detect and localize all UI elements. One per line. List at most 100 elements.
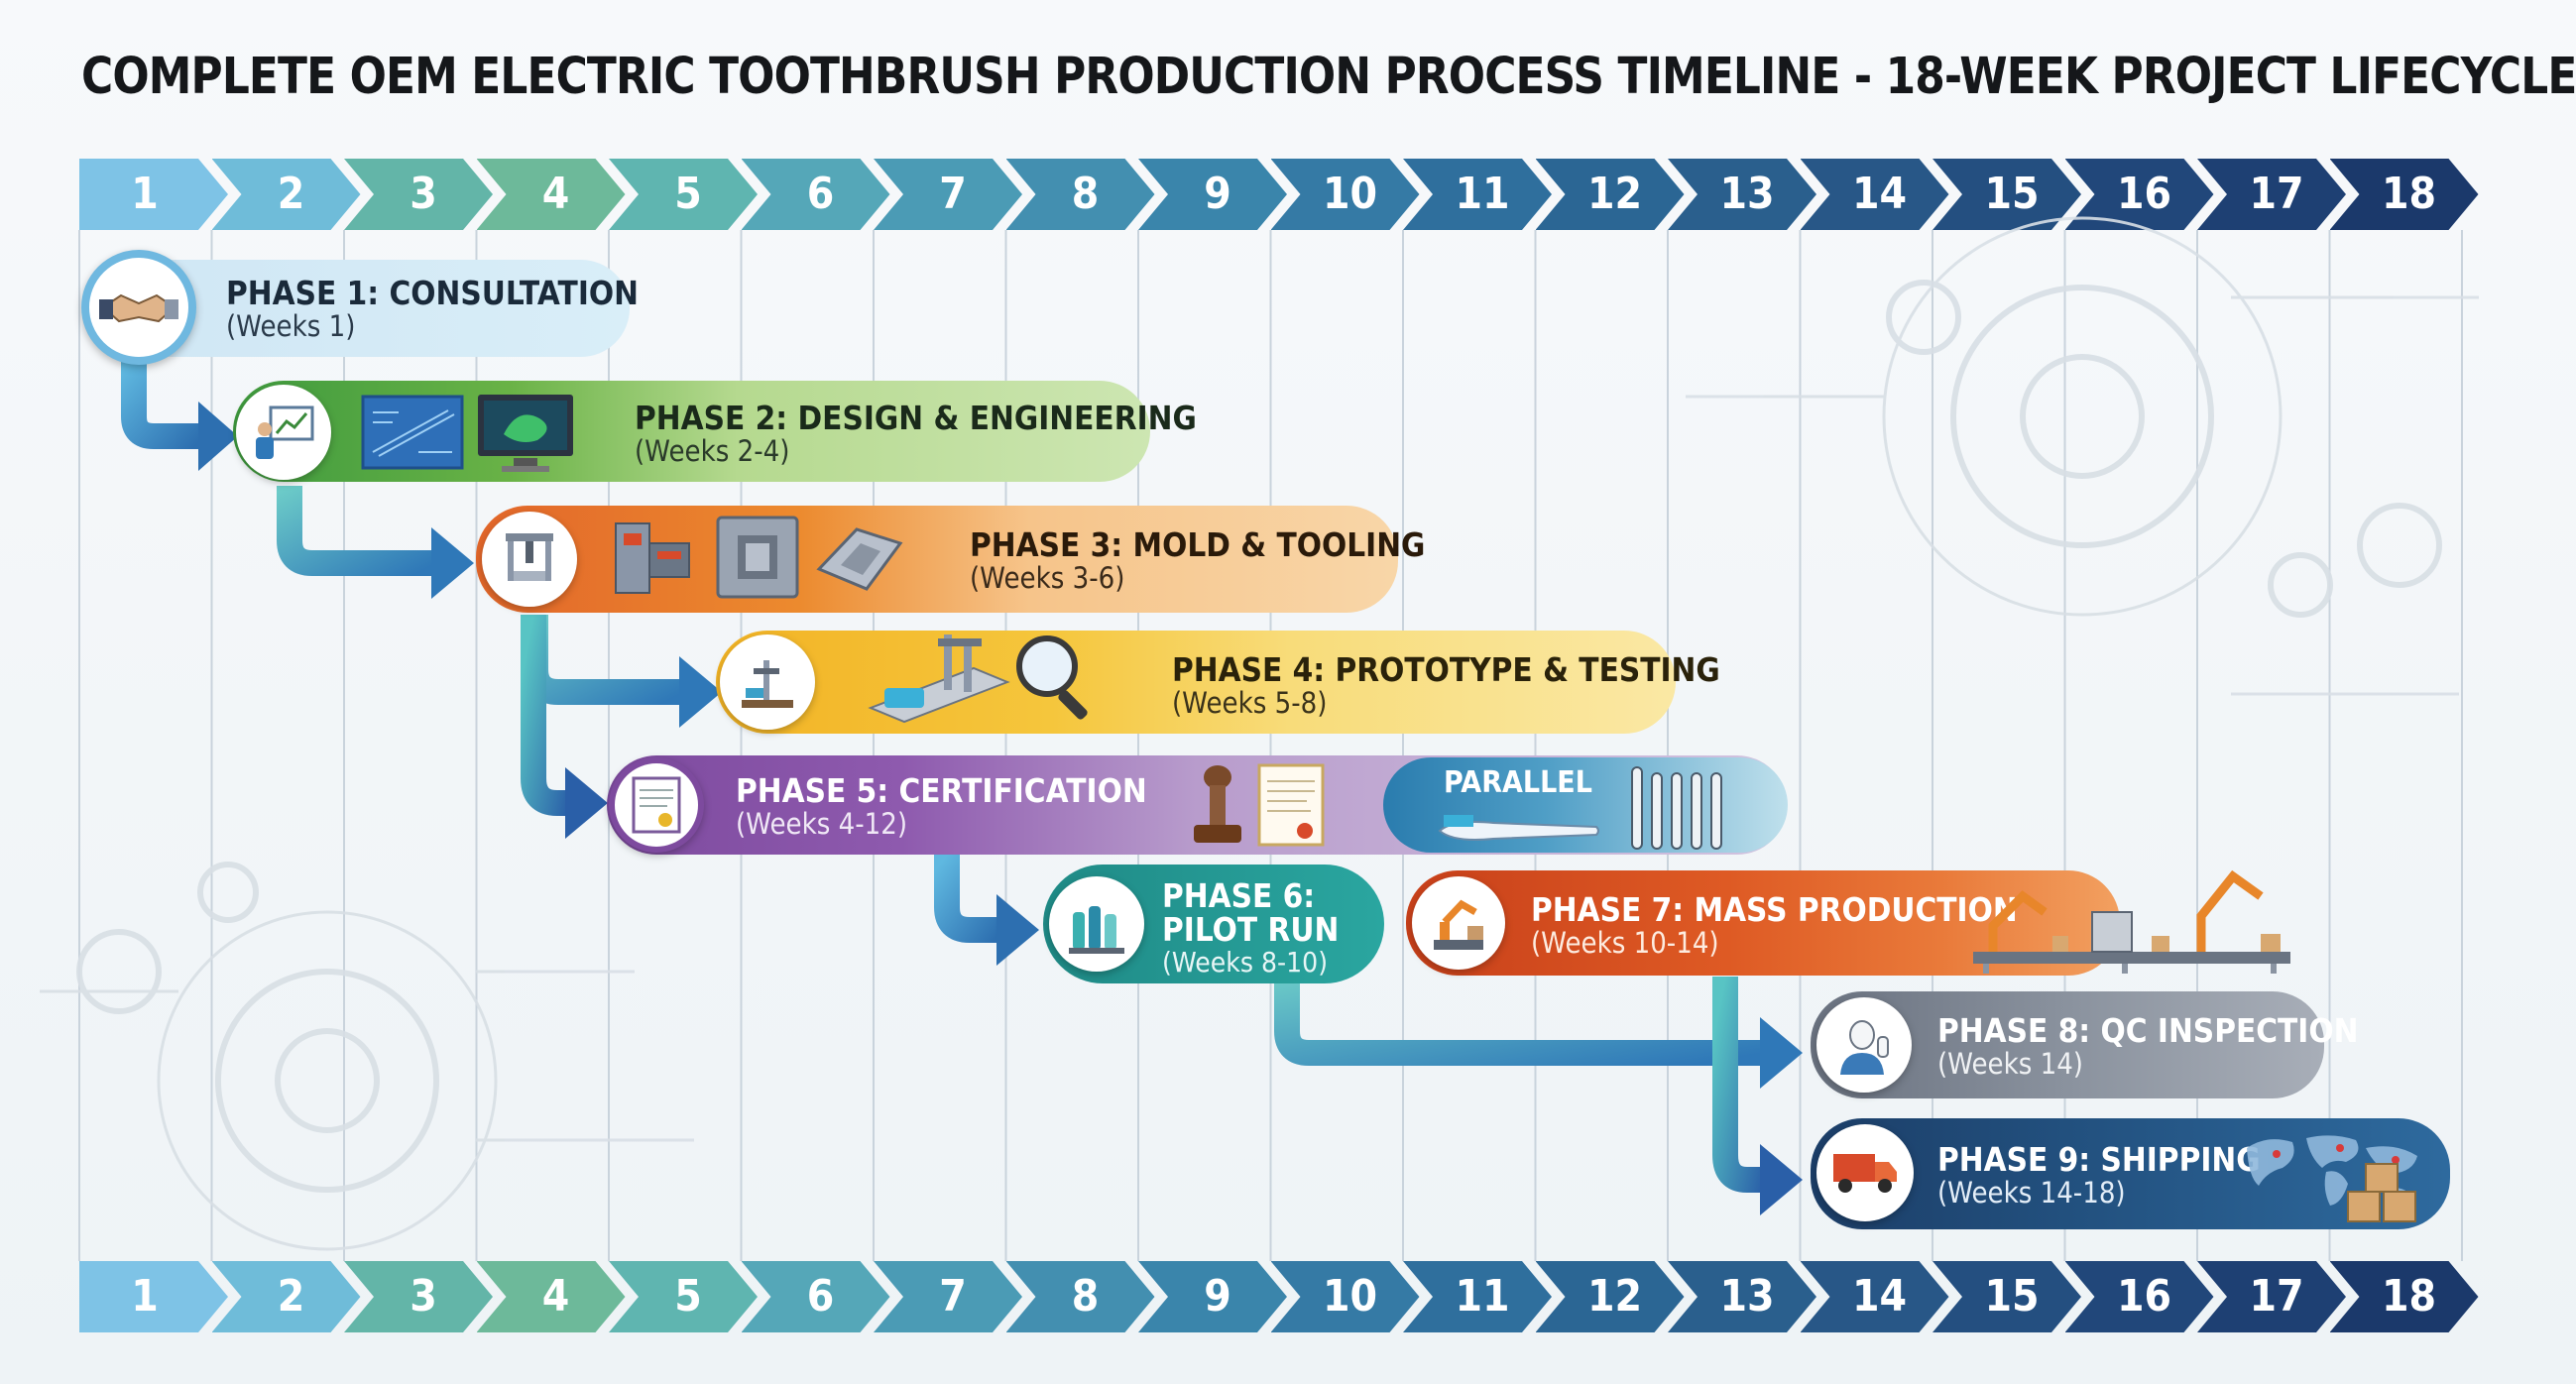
test-rig-icon: [742, 660, 793, 708]
top-week-label: 14: [1851, 169, 1908, 219]
top-week-label: 4: [541, 169, 570, 219]
phase-9-bar: [1811, 1118, 2450, 1229]
truck-icon: [1833, 1154, 1897, 1193]
phase-6-weeks: (Weeks 8-10): [1162, 946, 1329, 979]
handshake-icon: [99, 293, 178, 323]
phase-5-title: PHASE 5: CERTIFICATION: [736, 771, 1147, 810]
injection-machine-icon: [615, 522, 690, 594]
top-week-1: 1: [79, 159, 228, 230]
top-week-label: 7: [939, 169, 967, 219]
phase-3-weeks: (Weeks 3-6): [970, 561, 1125, 595]
phase-4-icon-circle: [720, 634, 815, 730]
phase-7-icon-circle: [1412, 876, 1505, 970]
top-week-label: 17: [2249, 169, 2304, 219]
phase-2-title: PHASE 2: DESIGN & ENGINEERING: [635, 399, 1197, 437]
phase-8-title: PHASE 8: QC INSPECTION: [1937, 1011, 2359, 1050]
phase-7-weeks: (Weeks 10-14): [1531, 926, 1719, 960]
top-week-label: 16: [2116, 169, 2172, 219]
bottom-week-label: 7: [939, 1271, 967, 1322]
phase-9-weeks: (Weeks 14-18): [1937, 1176, 2126, 1210]
bottom-week-7: 7: [874, 1261, 1022, 1332]
top-week-label: 9: [1204, 169, 1231, 219]
phase-3-icon-circle: [482, 512, 577, 607]
phase-9-icon-circle: [1816, 1124, 1914, 1221]
phase-5-icon-circle: [609, 757, 704, 853]
phase-8-weeks: (Weeks 14): [1937, 1047, 2083, 1081]
top-week-label: 15: [1984, 169, 2040, 219]
phase-8-icon-circle: [1816, 997, 1912, 1093]
top-week-label: 11: [1455, 169, 1510, 219]
top-week-label: 2: [277, 169, 305, 219]
arrow-3-4: [523, 615, 684, 705]
certificate-icon: [1257, 763, 1325, 847]
phase-9-title: PHASE 9: SHIPPING: [1937, 1140, 2261, 1179]
bottom-week-label: 4: [541, 1271, 570, 1322]
boxes-icon: [2347, 1163, 2416, 1222]
top-week-label: 3: [410, 169, 437, 219]
top-week-18: 18: [2329, 159, 2479, 230]
bottom-week-label: 15: [1984, 1271, 2040, 1322]
top-week-label: 10: [1322, 169, 1378, 219]
arrow-6-8: [1274, 977, 1765, 1066]
bottom-week-1: 1: [79, 1261, 228, 1332]
assembly-line-icon: [1973, 869, 2290, 974]
cnc-machine-icon: [506, 533, 553, 581]
bottom-week-label: 6: [806, 1271, 835, 1322]
bottom-week-label: 13: [1719, 1271, 1775, 1322]
phase-6-icon-circle: [1049, 876, 1144, 972]
top-week-label: 18: [2381, 169, 2437, 219]
toothbrush-row-icon: [1631, 766, 1722, 850]
top-week-label: 5: [674, 169, 702, 219]
top-week-12: 12: [1535, 159, 1685, 230]
stamp-icon: [1194, 765, 1241, 843]
robot-arm-icon: [1434, 899, 1483, 950]
bottom-week-label: 10: [1322, 1271, 1378, 1322]
phase-6-title-line2: PILOT RUN: [1162, 910, 1340, 949]
bottom-week-label: 11: [1455, 1271, 1510, 1322]
phase-3-title: PHASE 3: MOLD & TOOLING: [970, 525, 1426, 564]
phase-7-title: PHASE 7: MASS PRODUCTION: [1531, 890, 2018, 929]
top-week-label: 6: [806, 169, 835, 219]
phase-4-weeks: (Weeks 5-8): [1172, 686, 1328, 720]
bottom-week-label: 14: [1851, 1271, 1908, 1322]
phase-1-weeks: (Weeks 1): [226, 309, 356, 343]
mold-block-icon: [716, 516, 799, 599]
bottom-week-5: 5: [609, 1261, 758, 1332]
phase-1-icon-circle: [81, 250, 196, 365]
engineer-whiteboard-icon: [256, 405, 314, 459]
bottom-week-label: 8: [1071, 1271, 1100, 1322]
blueprint-icon: [361, 395, 464, 470]
certificate-doc-icon: [632, 776, 681, 834]
arrow-2-3: [277, 486, 436, 576]
top-week-2: 2: [211, 159, 361, 230]
phase-4-bar: [716, 631, 1676, 734]
bottles-icon: [1069, 906, 1124, 954]
phase-2-icon-circle: [236, 385, 331, 480]
phase-1-title: PHASE 1: CONSULTATION: [226, 274, 639, 312]
bottom-week-label: 17: [2249, 1271, 2304, 1322]
phase-6-title-line1: PHASE 6:: [1162, 876, 1316, 915]
phase-2-weeks: (Weeks 2-4): [635, 434, 790, 468]
mold-part-icon: [816, 527, 903, 591]
bottom-week-label: 1: [131, 1271, 159, 1322]
top-week-label: 8: [1071, 169, 1100, 219]
arrow-1-2: [121, 357, 203, 449]
top-week-label: 1: [131, 169, 159, 219]
phase-5-parallel-label: PARALLEL: [1444, 765, 1592, 800]
arrow-3-5: [521, 615, 570, 816]
bottom-week-label: 18: [2381, 1271, 2437, 1322]
top-week-14: 14: [1800, 159, 1949, 230]
bottom-week-label: 5: [674, 1271, 702, 1322]
cad-monitor-icon: [478, 395, 573, 472]
top-week-label: 12: [1586, 169, 1643, 219]
bottom-week-label: 3: [410, 1271, 437, 1322]
bottom-week-label: 16: [2116, 1271, 2172, 1322]
top-week-17: 17: [2197, 159, 2346, 230]
bottom-week-label: 9: [1204, 1271, 1231, 1322]
top-week-label: 13: [1719, 169, 1775, 219]
bottom-week-label: 2: [277, 1271, 305, 1322]
